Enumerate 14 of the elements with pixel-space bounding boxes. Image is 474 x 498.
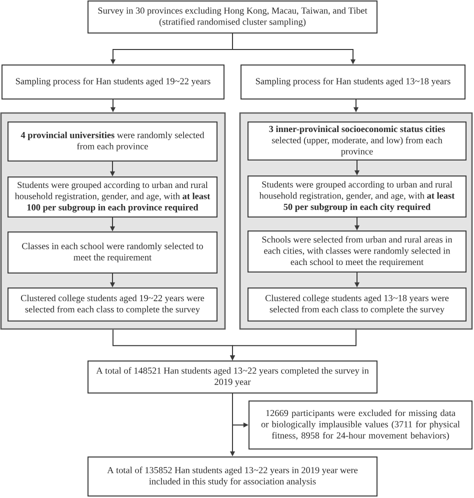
process-box: 3 inner-provinical socioeconomic status cities selected (upper, moderate, and low) from each province: [248, 122, 466, 160]
process-box: Classes in each school were randomly selected to meet the requirement: [8, 232, 218, 274]
process-box: Clustered college students aged 13~18 years were selected from each class to complete the survey: [248, 288, 466, 322]
process-box: 12669 participants were excluded for missing data or biologically implausible values (3711 for physical fitness, 8958 for 24-hour movement behaviors): [248, 400, 472, 450]
process-box: Sampling process for Han students aged 19~22 years: [2, 64, 224, 100]
process-box: Clustered college students aged 19~22 years were selected from each class to complete the survey: [8, 288, 218, 322]
process-box: Survey in 30 provinces excluding Hong Kong, Macau, Taiwan, and Tibet (stratified randomised cluster sampling): [88, 0, 378, 34]
process-box: 4 provincial universities were randomly selected from each province: [8, 122, 218, 162]
process-box: Sampling process for Han students aged 13~18 years: [240, 64, 466, 100]
process-box: A total of 148521 Han students aged 13~22 years completed the survey in 2019 year: [88, 360, 378, 394]
process-box: Students were grouped according to urban and rural household registration, gender, and age, with at least 50 per subgroup in each city required: [248, 176, 466, 218]
process-box: A total of 135852 Han students aged 13~22 years in 2019 year were included in this study for association analysis: [88, 456, 378, 496]
process-box: Students were grouped according to urban and rural household registration, gender, and age, with at least 100 per subgroup in each province required: [8, 176, 218, 218]
process-box: Schools were selected from urban and rural areas in each cities, with classes were randomly selected in each school to meet the requirement: [248, 230, 466, 272]
